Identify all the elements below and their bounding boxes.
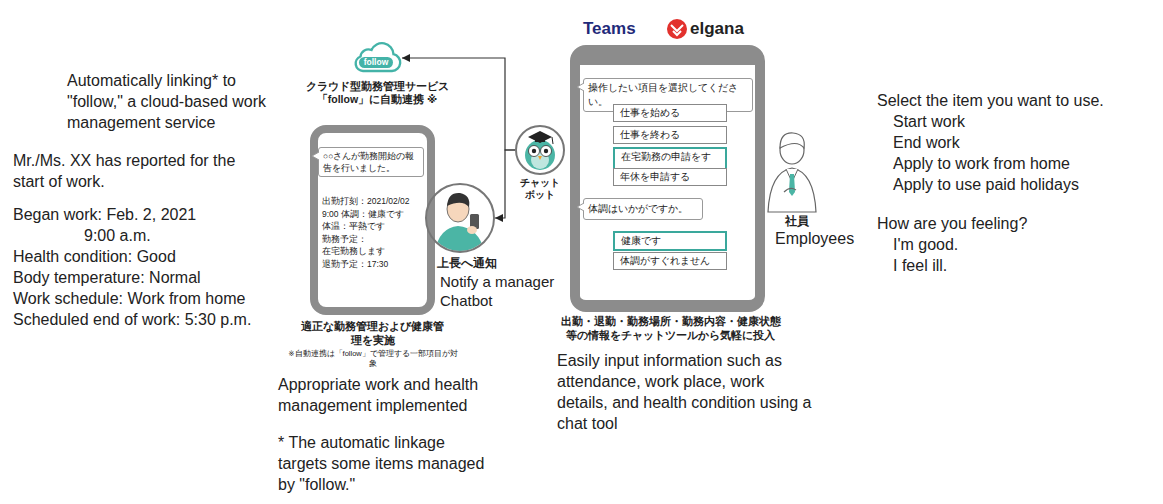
note-text: Body temperature: Normal: [13, 267, 201, 288]
menu-button: 仕事を始める: [613, 104, 727, 122]
translation-text: Start work: [893, 111, 965, 132]
node-text: 適正な勤務管理および健康管理を実施: [300, 319, 445, 347]
translation-text: Apply to work from home: [893, 153, 1070, 174]
menu-button: 年休を申請する: [613, 168, 727, 186]
node-text: ○○さんが勤務開始の報告を行いました。: [323, 150, 419, 174]
node-text: 健康です: [621, 233, 719, 249]
node-text: 出勤打刻：2021/02/02 9:00 体調：健康です 体温：平熱です 勤務予…: [322, 195, 426, 270]
node-text: クラウド型勤務管理サービス「follow」に自動連携 ※: [290, 80, 464, 106]
translation-text: How are you feeling?: [877, 213, 1027, 234]
node-text: 年休を申請する: [620, 169, 720, 185]
bubble-tail: [577, 203, 584, 211]
node-text: 仕事を終わる: [620, 127, 720, 143]
note-text: Mr./Ms. XX has reported for the start of…: [13, 150, 238, 192]
translation-text: Employees: [775, 228, 854, 249]
node-text: 上長へ通知: [437, 256, 497, 270]
cloud-service: followクラウド型勤務管理サービス「follow」に自動連携 ※: [352, 40, 402, 76]
message-bubble: ○○さんが勤務開始の報告を行いました。: [318, 147, 424, 177]
node-text: 出勤・退勤・勤務場所・勤務内容・健康状態等の情報をチャットツールから気軽に投入: [558, 314, 783, 342]
translation-text: * The automatic linkage targets some ite…: [278, 432, 493, 495]
bubble-tail: [577, 83, 584, 91]
translation-text: Apply to use paid holidays: [893, 174, 1079, 195]
chatbot-icon: チャット ボット: [515, 125, 565, 175]
manager-icon: 上長へ通知: [425, 183, 495, 253]
node-text: follow: [359, 57, 393, 68]
node-text: 体調はいかがですか。: [588, 201, 698, 217]
manager-figure: [434, 193, 486, 260]
note-text: Health condition: Good: [13, 246, 176, 267]
note-text: Began work: Feb. 2, 2021 9:00 a.m.: [13, 204, 213, 246]
menu-button-selected: 健康です: [613, 231, 727, 251]
brand-name: elgana: [690, 18, 744, 39]
employee-phone: 出勤・退勤・勤務場所・勤務内容・健康状態等の情報をチャットツールから気軽に投入操…: [570, 45, 765, 312]
brand-name: Teams: [583, 18, 636, 39]
node-text: 仕事を始める: [620, 105, 720, 121]
translation-text: Easily input information such as attenda…: [557, 350, 812, 434]
message-bubble: 体調はいかがですか。: [583, 198, 703, 220]
translation-text: Notify a manager: [440, 271, 554, 292]
node-text: 体調がすぐれません: [620, 253, 720, 269]
figure-label: 社員: [785, 214, 809, 228]
bubble-tail: [312, 152, 319, 160]
employee-figure: [768, 133, 816, 212]
note-text: Automatically linking* to "follow," a cl…: [67, 70, 282, 133]
translation-text: I'm good.: [893, 234, 958, 255]
translation-text: Select the item you want to use.: [877, 90, 1104, 111]
menu-button: 体調がすぐれません: [613, 252, 727, 270]
node-text: ※自動連携は「follow」で管理する一部項目が対象: [288, 349, 458, 369]
note-text: Work schedule: Work from home: [13, 288, 245, 309]
node-text: チャット ボット: [514, 177, 566, 201]
menu-button: 仕事を終わる: [613, 126, 727, 144]
note-text: Scheduled end of work: 5:30 p.m.: [13, 309, 251, 330]
translation-text: End work: [893, 132, 960, 153]
translation-text: I feel ill.: [893, 255, 947, 276]
owl-icon: [525, 131, 555, 170]
manager-phone: 出勤打刻：2021/02/02 9:00 体調：健康です 体温：平熱です 勤務予…: [310, 125, 435, 315]
translation-text: Chatbot: [440, 290, 493, 311]
elgana-logo: [667, 19, 687, 39]
connector-arrow: [495, 150, 515, 218]
translation-text: Appropriate work and health management i…: [278, 374, 513, 416]
